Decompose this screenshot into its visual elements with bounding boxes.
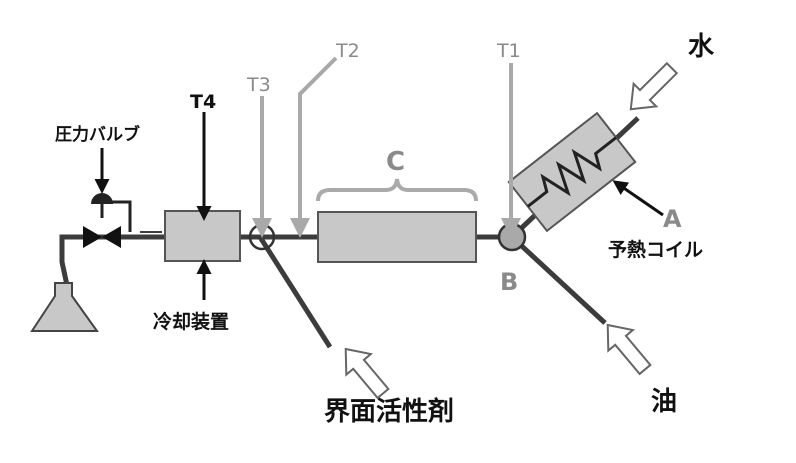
label-t2: T2 [335,40,360,62]
label-preheat-coil: 予熱コイル [608,238,703,261]
probe-t2 [290,56,338,238]
label-t4: T4 [190,91,216,113]
pressure-valve-icon [83,193,132,248]
surfactant-pipe [257,235,333,349]
label-surfactant: 界面活性剤 [324,396,454,427]
label-oil: 油 [651,387,677,417]
reactor-c [317,211,477,263]
oil-inlet-arrow [606,323,652,376]
coil-arrow [612,180,664,217]
cooling-device [164,210,241,262]
oil-pipe [510,235,607,325]
label-a: A [663,205,682,233]
outlet-pipe [59,234,83,291]
label-pressure-valve: 圧力バルブ [55,124,140,145]
coil-zigzag [526,136,618,208]
brace-c [316,178,478,202]
preheat-coil [507,111,637,233]
surfactant-inlet-arrow [344,347,390,400]
label-c: C [386,147,405,177]
water-inlet-arrow [629,61,679,111]
flask-icon [30,282,99,332]
label-b: B [500,268,518,296]
label-water: 水 [688,32,715,62]
label-t3: T3 [246,74,271,96]
label-cooler: 冷却装置 [153,310,229,333]
label-t1: T1 [496,40,521,62]
